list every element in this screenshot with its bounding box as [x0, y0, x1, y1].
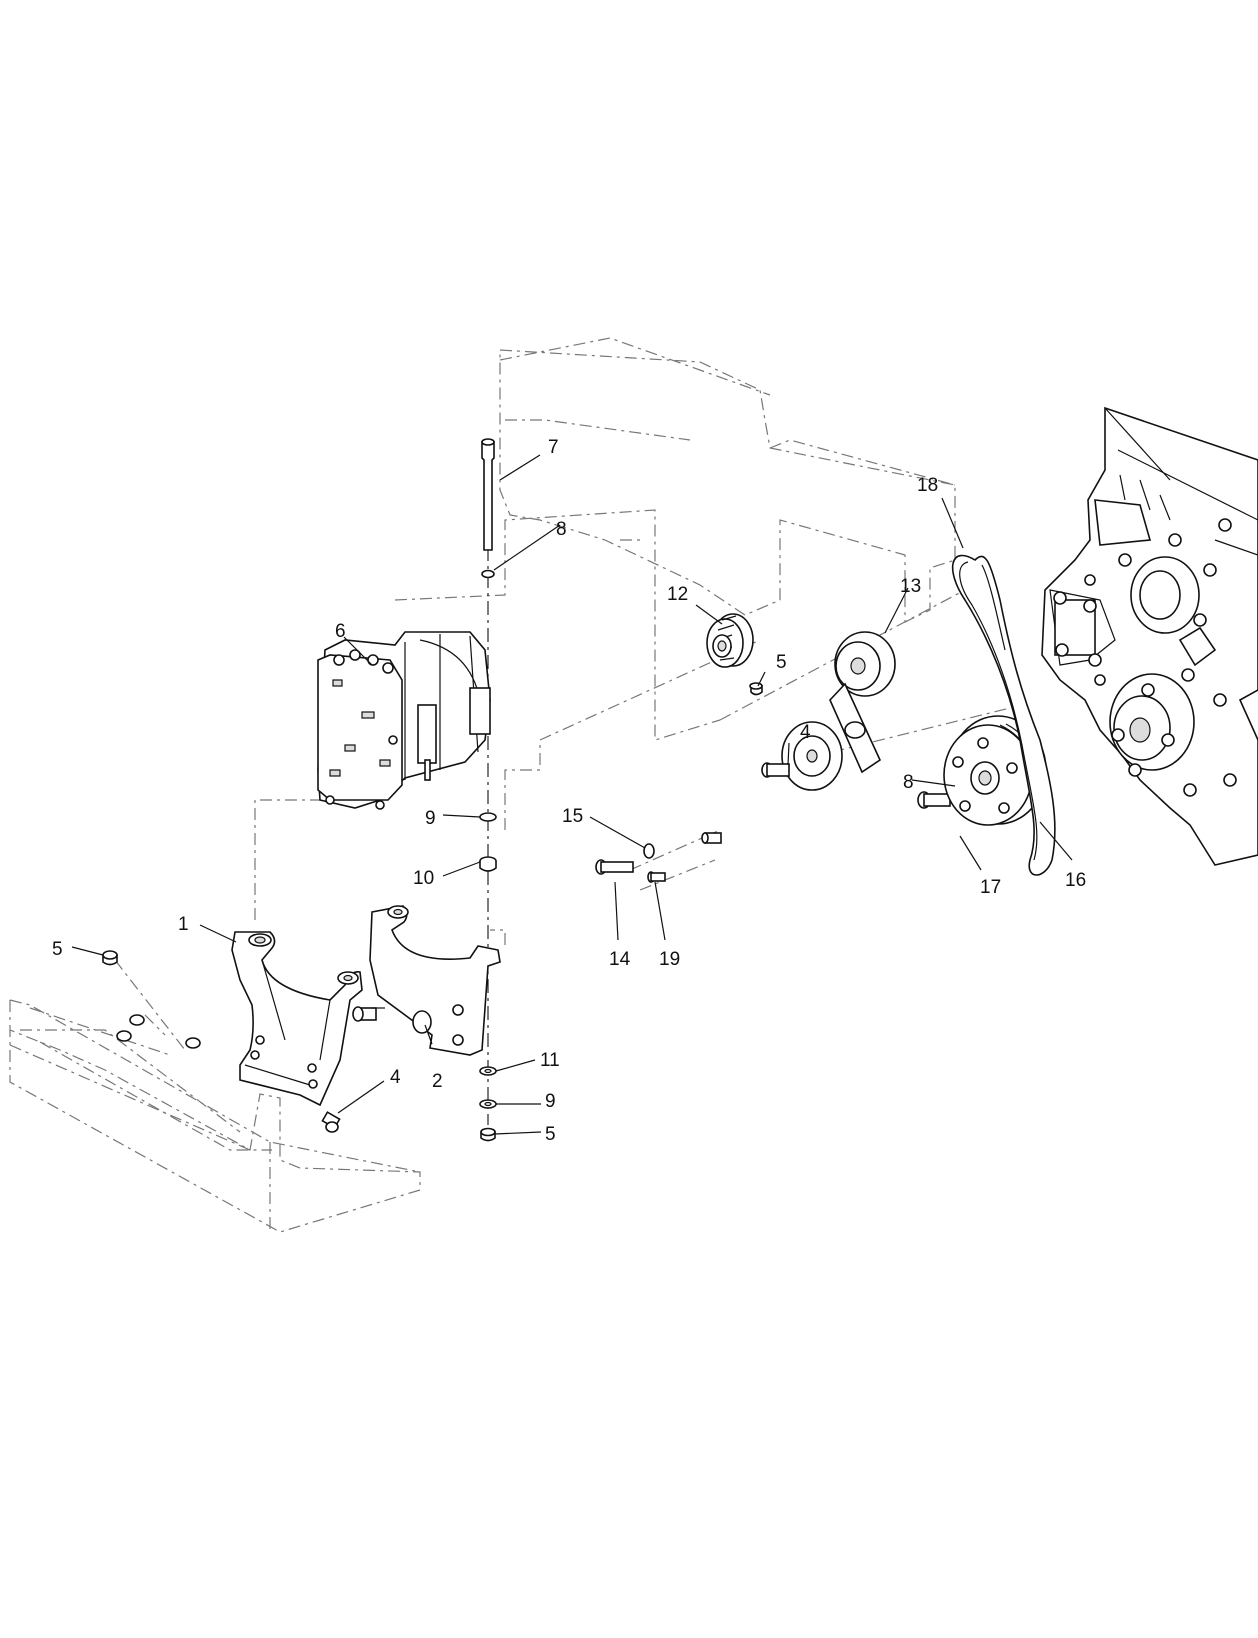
callout-16: 16: [1065, 870, 1086, 891]
frame-rail-phantom: [9, 999, 421, 1233]
drive-belt: [951, 554, 1056, 876]
callout-11: 11: [540, 1050, 560, 1071]
washer-15: [643, 843, 655, 859]
callout-15: 15: [562, 806, 583, 827]
plate-stud: [701, 832, 722, 844]
bolt-4-plate: [761, 762, 790, 778]
mounting-bracket-2: [369, 905, 501, 1056]
callout-8-right: 8: [903, 772, 914, 793]
callout-labels: 1 2 4 4 5 5 5 6 7 8 8 9 9 10 11 12 13 14…: [52, 437, 1086, 1145]
engine-block: [1041, 406, 1258, 866]
callout-13: 13: [900, 576, 921, 597]
callout-6: 6: [335, 621, 346, 642]
bolt-4-bracket: [352, 1006, 377, 1022]
nut-5-left: [102, 950, 118, 966]
nut-5-lower: [480, 1127, 496, 1142]
callout-8-upper: 8: [556, 519, 567, 540]
callout-10: 10: [413, 868, 434, 889]
alternator: [317, 631, 491, 810]
leader-lines: [71, 454, 1073, 1135]
callout-7: 7: [548, 437, 559, 458]
callout-4-plate: 4: [800, 722, 811, 743]
callout-9-lower: 9: [545, 1091, 556, 1112]
callout-19: 19: [659, 949, 680, 970]
washer-11: [479, 1066, 497, 1076]
callout-12: 12: [667, 584, 688, 605]
alternator-pulley: [706, 613, 754, 668]
callout-2: 2: [432, 1071, 443, 1092]
callout-9-upper: 9: [425, 808, 436, 829]
washer-9-upper: [479, 812, 497, 822]
callout-14: 14: [609, 949, 631, 970]
frame-nuts: [116, 1014, 201, 1049]
callout-5-left: 5: [52, 939, 63, 960]
pin-19: [647, 871, 666, 883]
long-bolt: [481, 438, 495, 551]
belt-tensioner: [781, 631, 896, 791]
mounting-bracket-1: [231, 931, 363, 1107]
mounting-plate-phantom: [499, 337, 956, 623]
callout-1: 1: [178, 914, 189, 935]
bolt-17: [917, 791, 951, 809]
washer-8-upper: [481, 569, 495, 579]
bolt-14: [595, 859, 634, 875]
callout-5-lower: 5: [545, 1124, 556, 1145]
callout-4-bracket: 4: [390, 1067, 401, 1088]
washer-9-lower: [479, 1099, 497, 1109]
callout-5-plate: 5: [776, 652, 787, 673]
spacer-10: [479, 856, 497, 872]
callout-18: 18: [917, 475, 938, 496]
bolt-4-lower: [321, 1111, 341, 1133]
nut-5-plate: [749, 682, 763, 696]
callout-17: 17: [980, 877, 1001, 898]
